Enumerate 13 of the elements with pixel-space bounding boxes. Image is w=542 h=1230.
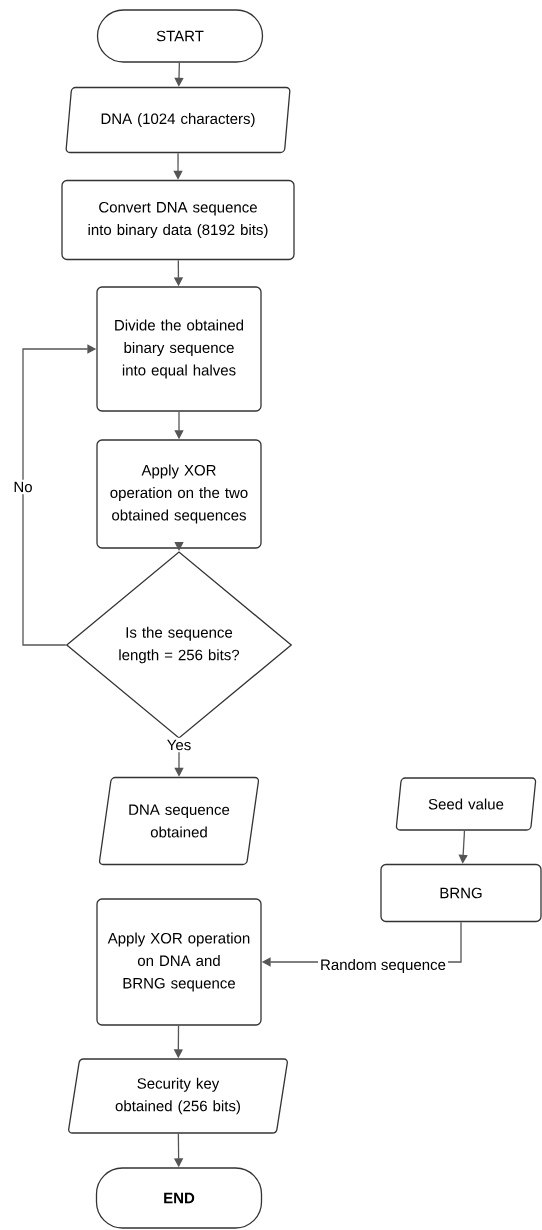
edge-label: Random sequence <box>318 957 448 975</box>
process-box: Convert DNA sequence into binary data (8192 bits) <box>61 179 295 261</box>
arrow <box>173 152 183 180</box>
arrow <box>458 830 468 864</box>
process-box: BRNG <box>380 863 542 923</box>
process-box: Divide the obtained binary sequence into equal halves <box>96 286 262 412</box>
data-parallelogram: Seed value <box>395 777 537 831</box>
process-box: Apply XOR operation on DNA and BRNG sequence <box>96 898 262 1026</box>
data-parallelogram: DNA sequence obtained <box>98 776 260 866</box>
arrow <box>174 62 184 87</box>
data-parallelogram: DNA (1024 characters) <box>65 86 291 154</box>
data-parallelogram: Security key obtained (256 bits) <box>68 1058 288 1134</box>
process-box: Apply XOR operation on the two obtained sequences <box>96 439 262 549</box>
